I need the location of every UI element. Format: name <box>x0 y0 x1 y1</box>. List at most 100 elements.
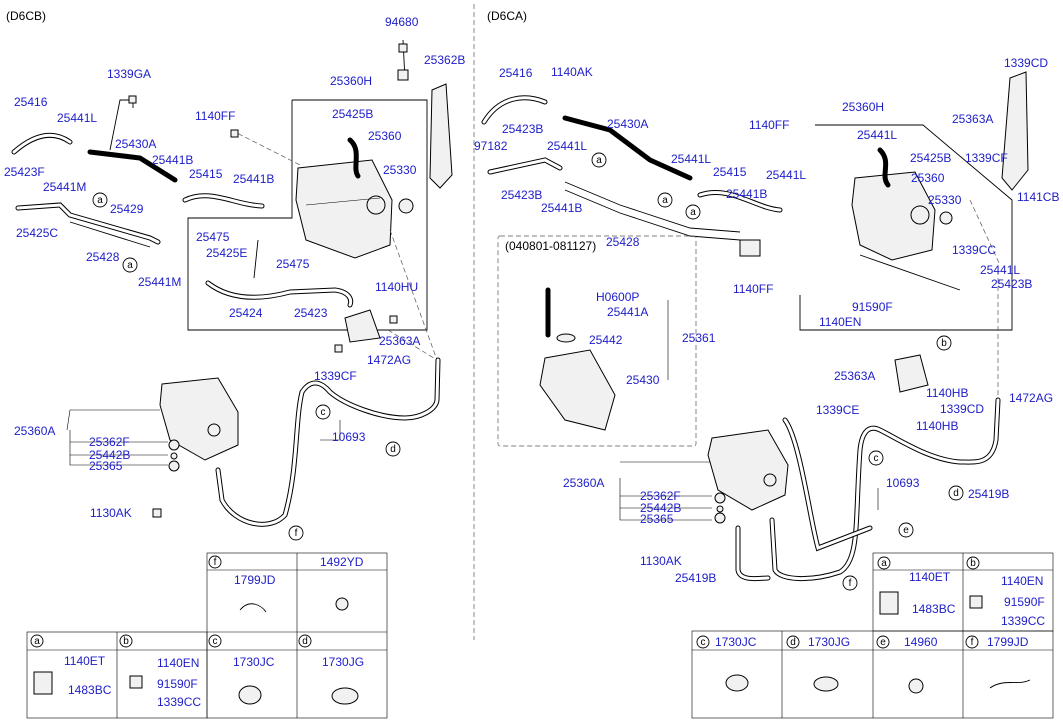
label-1472AG: 1472AG <box>1009 391 1053 405</box>
pipe-25430A <box>87 149 178 183</box>
label-25419B-b: 25419B <box>675 571 716 585</box>
clip-1483BC <box>33 671 53 695</box>
label-25416: 25416 <box>14 95 48 109</box>
label-25441L: 25441L <box>57 111 97 125</box>
label-1140FF: 1140FF <box>195 109 235 123</box>
label-10693: 10693 <box>886 476 920 490</box>
label-1140HB-b: 1140HB <box>916 419 958 433</box>
label-25423F: 25423F <box>4 165 45 179</box>
label-25441M-b: 25441M <box>138 275 181 289</box>
label-25441B-b: 25441B <box>233 172 274 186</box>
label-25363A: 25363A <box>379 334 420 348</box>
clip-1799JD <box>239 603 267 613</box>
label-25441A: 25441A <box>607 305 648 319</box>
reservoir-25360A <box>159 377 239 461</box>
pipe-25428-right <box>564 181 741 233</box>
legend-b-line2: 91590F <box>157 677 198 691</box>
right-labels: 25416 1140AK 1339CD 25360H 97182 25423B … <box>474 56 1059 585</box>
legend-c-title: 1730JC <box>233 655 275 669</box>
bracket-25362B <box>429 83 453 189</box>
part-25442B <box>170 452 178 460</box>
svg-text:b: b <box>123 636 129 647</box>
label-25362B: 25362B <box>424 53 465 67</box>
label-25362F: 25362F <box>640 489 681 503</box>
bracket-91590F-right <box>969 595 983 609</box>
label-25363A-b: 25363A <box>834 369 875 383</box>
label-25416: 25416 <box>499 66 533 80</box>
inset-box <box>497 235 697 447</box>
part-25442B-right <box>716 505 724 513</box>
part-25362F <box>168 439 180 451</box>
label-25365: 25365 <box>640 512 674 526</box>
label-25430A: 25430A <box>115 137 156 151</box>
inset-labels: H0600P 25441A 25361 25442 25430 <box>589 290 716 387</box>
hose-25425E <box>253 239 259 279</box>
label-25441L-d: 25441L <box>766 168 806 182</box>
svg-text:f: f <box>295 528 298 539</box>
callout-c <box>315 404 331 420</box>
label-25441L-a: 25441L <box>857 128 897 142</box>
svg-text:a: a <box>881 558 887 569</box>
label-25425B: 25425B <box>910 151 951 165</box>
label-1140FF-b: 1140FF <box>733 282 773 296</box>
svg-text:b: b <box>941 338 947 349</box>
r-legend-a-line1: 1140ET <box>909 570 951 584</box>
clip-1483BC-right <box>879 591 899 615</box>
label-1130AK: 1130AK <box>640 554 682 568</box>
label-10693: 10693 <box>332 430 366 444</box>
label-25330: 25330 <box>383 163 417 177</box>
label-25425B: 25425B <box>332 107 373 121</box>
label-25425E: 25425E <box>206 246 247 260</box>
label-25360: 25360 <box>911 171 945 185</box>
label-25475-b: 25475 <box>276 257 310 271</box>
right-section-header: (D6CA) <box>487 9 527 23</box>
label-25419B-a: 25419B <box>968 487 1009 501</box>
label-25361: 25361 <box>682 331 716 345</box>
label-25360A: 25360A <box>14 424 55 438</box>
svg-text:a: a <box>596 155 602 166</box>
bolt-1140FF <box>230 129 239 138</box>
svg-text:c: c <box>213 636 218 647</box>
label-1339GA: 1339GA <box>107 67 151 81</box>
label-25430A: 25430A <box>607 117 648 131</box>
left-section-header: (D6CB) <box>6 9 46 23</box>
label-1339CD: 1339CD <box>1004 56 1048 70</box>
label-25415: 25415 <box>713 165 747 179</box>
label-25430: 25430 <box>626 373 660 387</box>
label-25441L-c: 25441L <box>671 152 711 166</box>
label-1140HB-a: 1140HB <box>926 386 968 400</box>
svg-text:d: d <box>953 488 959 499</box>
legend-f-title: 1799JD <box>234 573 276 587</box>
left-callouts: a a c d f <box>92 192 401 541</box>
bracket-25363A-right <box>1001 71 1029 191</box>
label-1339CF: 1339CF <box>965 151 1008 165</box>
seal-25442 <box>556 333 576 343</box>
svg-text:a: a <box>690 207 696 218</box>
label-25360H: 25360H <box>842 100 884 114</box>
bracket-25363A <box>344 309 381 343</box>
label-25330: 25330 <box>928 193 962 207</box>
inset-tank-25430 <box>539 349 616 431</box>
r-legend-e-title: 14960 <box>904 635 938 649</box>
left-legend: f 1799JD 1492YD a 1140ET 1483BC b 1140EN… <box>26 552 388 719</box>
grommet-1730JC-right <box>725 674 749 692</box>
svg-text:b: b <box>970 558 976 569</box>
svg-text:d: d <box>790 637 796 648</box>
label-25442B: 25442B <box>640 501 681 515</box>
label-94680: 94680 <box>385 15 419 29</box>
hose-25425B <box>347 137 361 179</box>
svg-text:c: c <box>321 407 326 418</box>
r-legend-c-title: 1730JC <box>715 635 757 649</box>
inset-header: (040801-081127) <box>505 239 596 253</box>
r-legend-a-line2: 1483BC <box>912 602 956 616</box>
clip-1799JD-right <box>989 679 1031 689</box>
cap-25330-right <box>939 211 953 225</box>
label-25442B: 25442B <box>89 448 130 462</box>
clip-1492YD <box>335 597 349 611</box>
hose-10693 <box>215 357 441 527</box>
junction-25441B <box>739 239 761 257</box>
label-25475-a: 25475 <box>196 230 230 244</box>
label-25360H: 25360H <box>330 74 372 88</box>
bolt-1339GA <box>128 95 137 104</box>
